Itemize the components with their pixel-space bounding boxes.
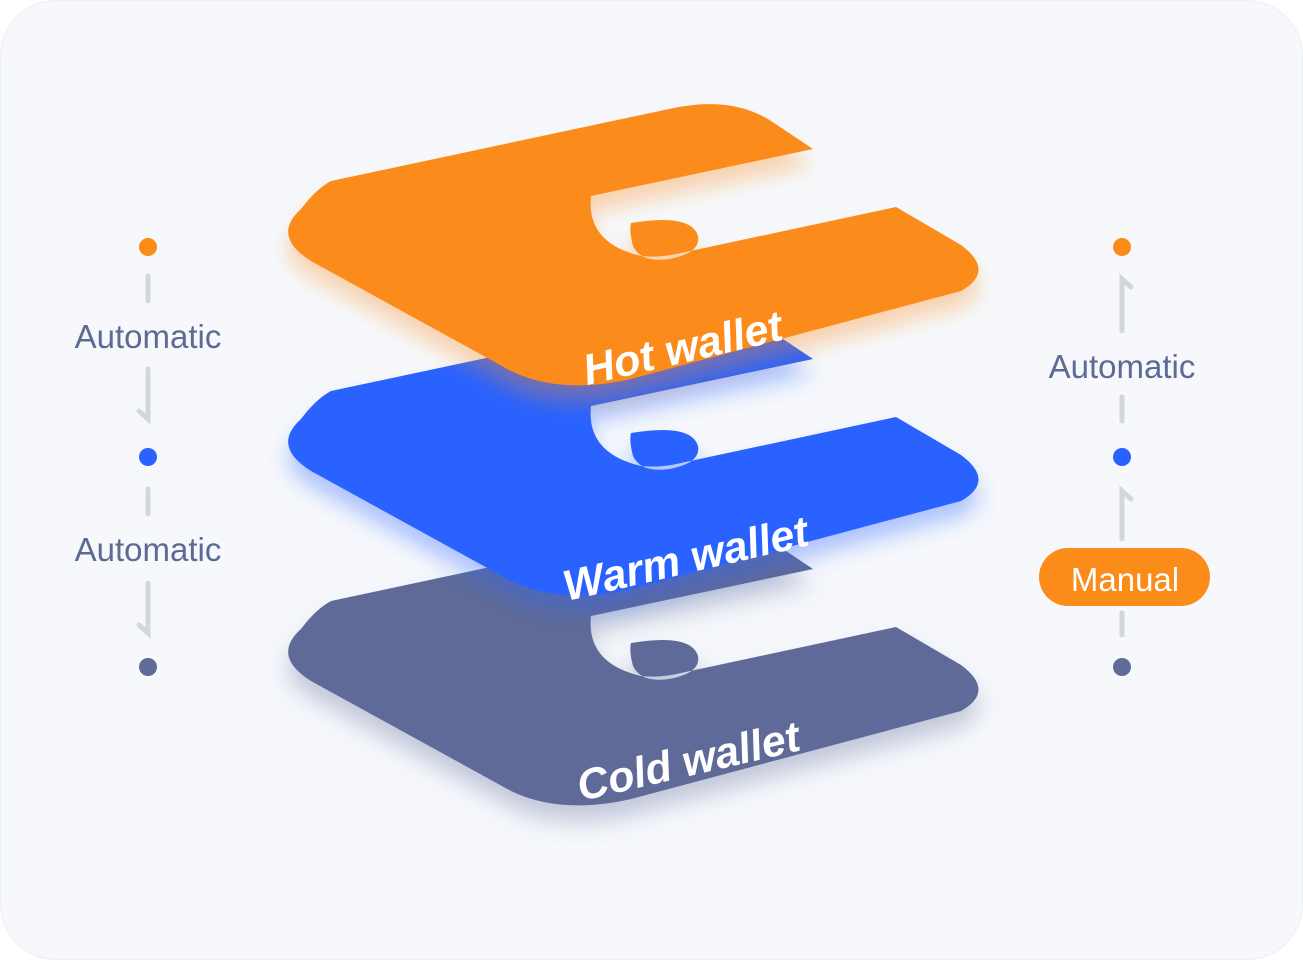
left-hot-dot — [139, 238, 157, 256]
left-flow: Automatic Automatic — [75, 238, 222, 676]
right-hot-dot — [1113, 238, 1131, 256]
up-arrow-1 — [1119, 273, 1134, 334]
hot-wallet: Hot wallet — [288, 104, 979, 395]
right-warm-dot — [1113, 448, 1131, 466]
left-label-warm-to-cold: Automatic — [75, 531, 222, 568]
left-connectors — [136, 273, 151, 639]
manual-pill — [1039, 548, 1210, 606]
right-cold-dot — [1113, 658, 1131, 676]
left-warm-dot — [139, 448, 157, 466]
right-label-automatic: Automatic — [1049, 348, 1196, 385]
right-flow: Automatic Manual — [1039, 238, 1210, 676]
left-cold-dot — [139, 658, 157, 676]
right-label-manual: Manual — [1071, 561, 1179, 598]
left-label-hot-to-warm: Automatic — [75, 318, 222, 355]
down-arrow-1 — [136, 366, 151, 425]
up-arrow-2 — [1119, 485, 1134, 542]
right-connectors — [1119, 273, 1134, 638]
down-arrow-2 — [136, 580, 151, 639]
